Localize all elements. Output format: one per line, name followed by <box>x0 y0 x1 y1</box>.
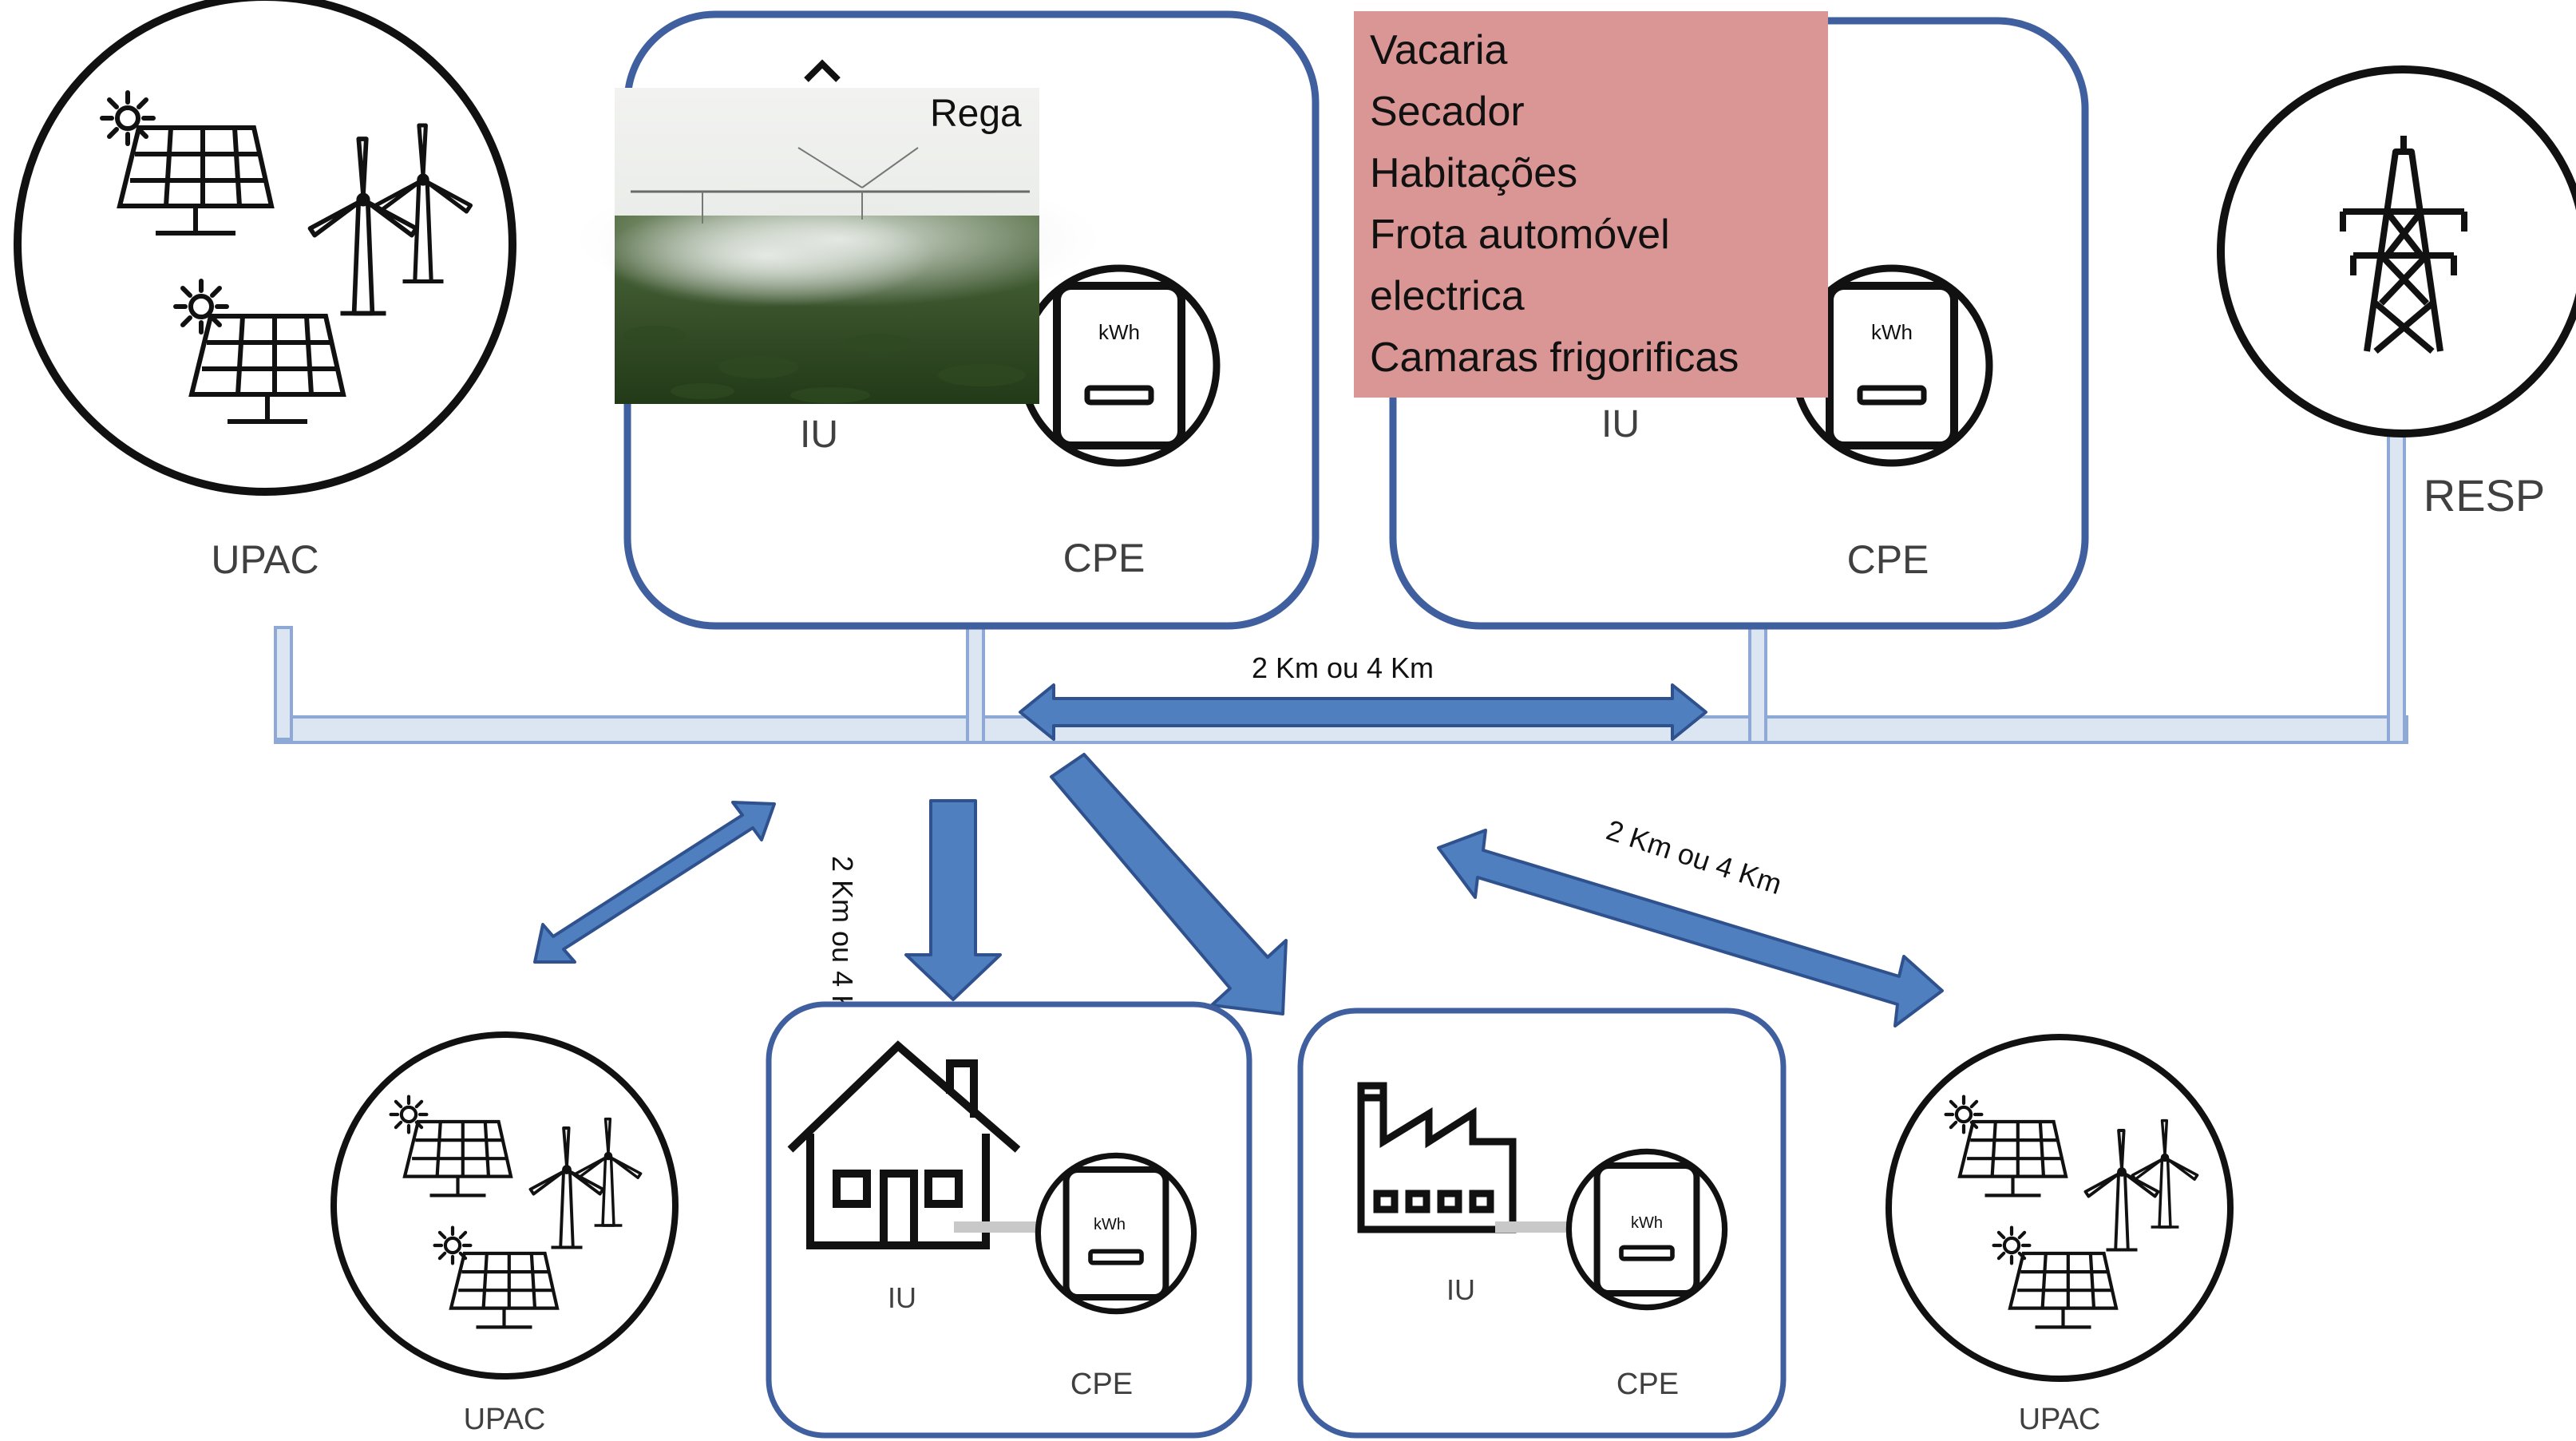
house-icon <box>787 1040 1021 1249</box>
cpe-label: CPE <box>1847 537 1929 582</box>
meter-label: kWh <box>1098 320 1140 344</box>
upac-circle <box>14 0 516 496</box>
connection-bar <box>954 1221 1050 1233</box>
consumers-note <box>1354 11 1828 398</box>
distance-label-horizontal: 2 Km ou 4 Km <box>1252 651 1434 684</box>
upac-label: UPAC <box>2019 1403 2101 1436</box>
upac-bottom-left: UPAC <box>330 1031 679 1436</box>
iu-label: IU <box>888 1281 916 1314</box>
meter-icon <box>1022 268 1217 463</box>
cpe-label: CPE <box>1616 1368 1679 1401</box>
consumer-item: Frota automóvel <box>1370 212 1670 258</box>
resp: RESP <box>2217 65 2576 521</box>
upac-label: UPAC <box>211 537 319 582</box>
meter-label: kWh <box>1871 320 1913 344</box>
consumers-list: Vacaria Secador Habitações Frota automóv… <box>1370 27 1739 381</box>
resp-circle <box>2217 65 2576 437</box>
drop-resp <box>2387 431 2406 744</box>
iu-box-frame <box>766 1001 1252 1439</box>
double-arrow-horizontal <box>1019 683 1707 741</box>
iu-box-house: kWh IU CPE <box>766 1001 1252 1439</box>
rega-label: Rega <box>930 93 1022 135</box>
connection-bar <box>1495 1221 1587 1233</box>
irrigation-photo: Rega <box>575 88 1102 404</box>
drop-upac <box>274 626 293 741</box>
consumer-item: Habitações <box>1370 150 1577 196</box>
iu-box-1: kWh IU CPE <box>575 10 1320 630</box>
cpe-label: CPE <box>1070 1368 1133 1401</box>
upac-top: UPAC <box>14 0 516 582</box>
iu-box-factory: kWh IU CPE <box>1297 1008 1787 1439</box>
upac-label: UPAC <box>464 1403 546 1436</box>
iu-label: IU <box>1601 403 1640 445</box>
upac-bottom-right: UPAC <box>1886 1034 2234 1436</box>
meter-label: kWh <box>1631 1214 1663 1232</box>
arrow-diagonal-down-right <box>1050 753 1288 1015</box>
factory-icon <box>1357 1082 1517 1233</box>
resp-label: RESP <box>2424 470 2546 521</box>
arrows <box>533 683 1944 1027</box>
arrow-down <box>904 799 1002 1001</box>
consumer-item: Camaras frigorificas <box>1370 335 1739 381</box>
consumer-item: Secador <box>1370 89 1525 135</box>
iu-label: IU <box>800 414 838 456</box>
drop-iu1 <box>966 624 985 744</box>
iu-label: IU <box>1446 1273 1475 1306</box>
double-arrow-left-diagonal <box>533 801 776 964</box>
distance-label-diagonal: 2 Km ou 4 Km <box>1603 814 1787 901</box>
pylon-icon <box>2340 136 2467 354</box>
consumer-item: Vacaria <box>1370 27 1508 73</box>
double-arrow-right-diagonal <box>1437 829 1944 1027</box>
drop-iu2 <box>1748 624 1767 744</box>
cpe-label: CPE <box>1063 536 1146 580</box>
meter-icon <box>1038 1155 1193 1311</box>
iu-box-2: kWh IU CPE Vacaria Secador Habitações Fr… <box>1354 11 2089 630</box>
meter-label: kWh <box>1094 1216 1126 1233</box>
consumer-item: electrica <box>1370 273 1525 319</box>
